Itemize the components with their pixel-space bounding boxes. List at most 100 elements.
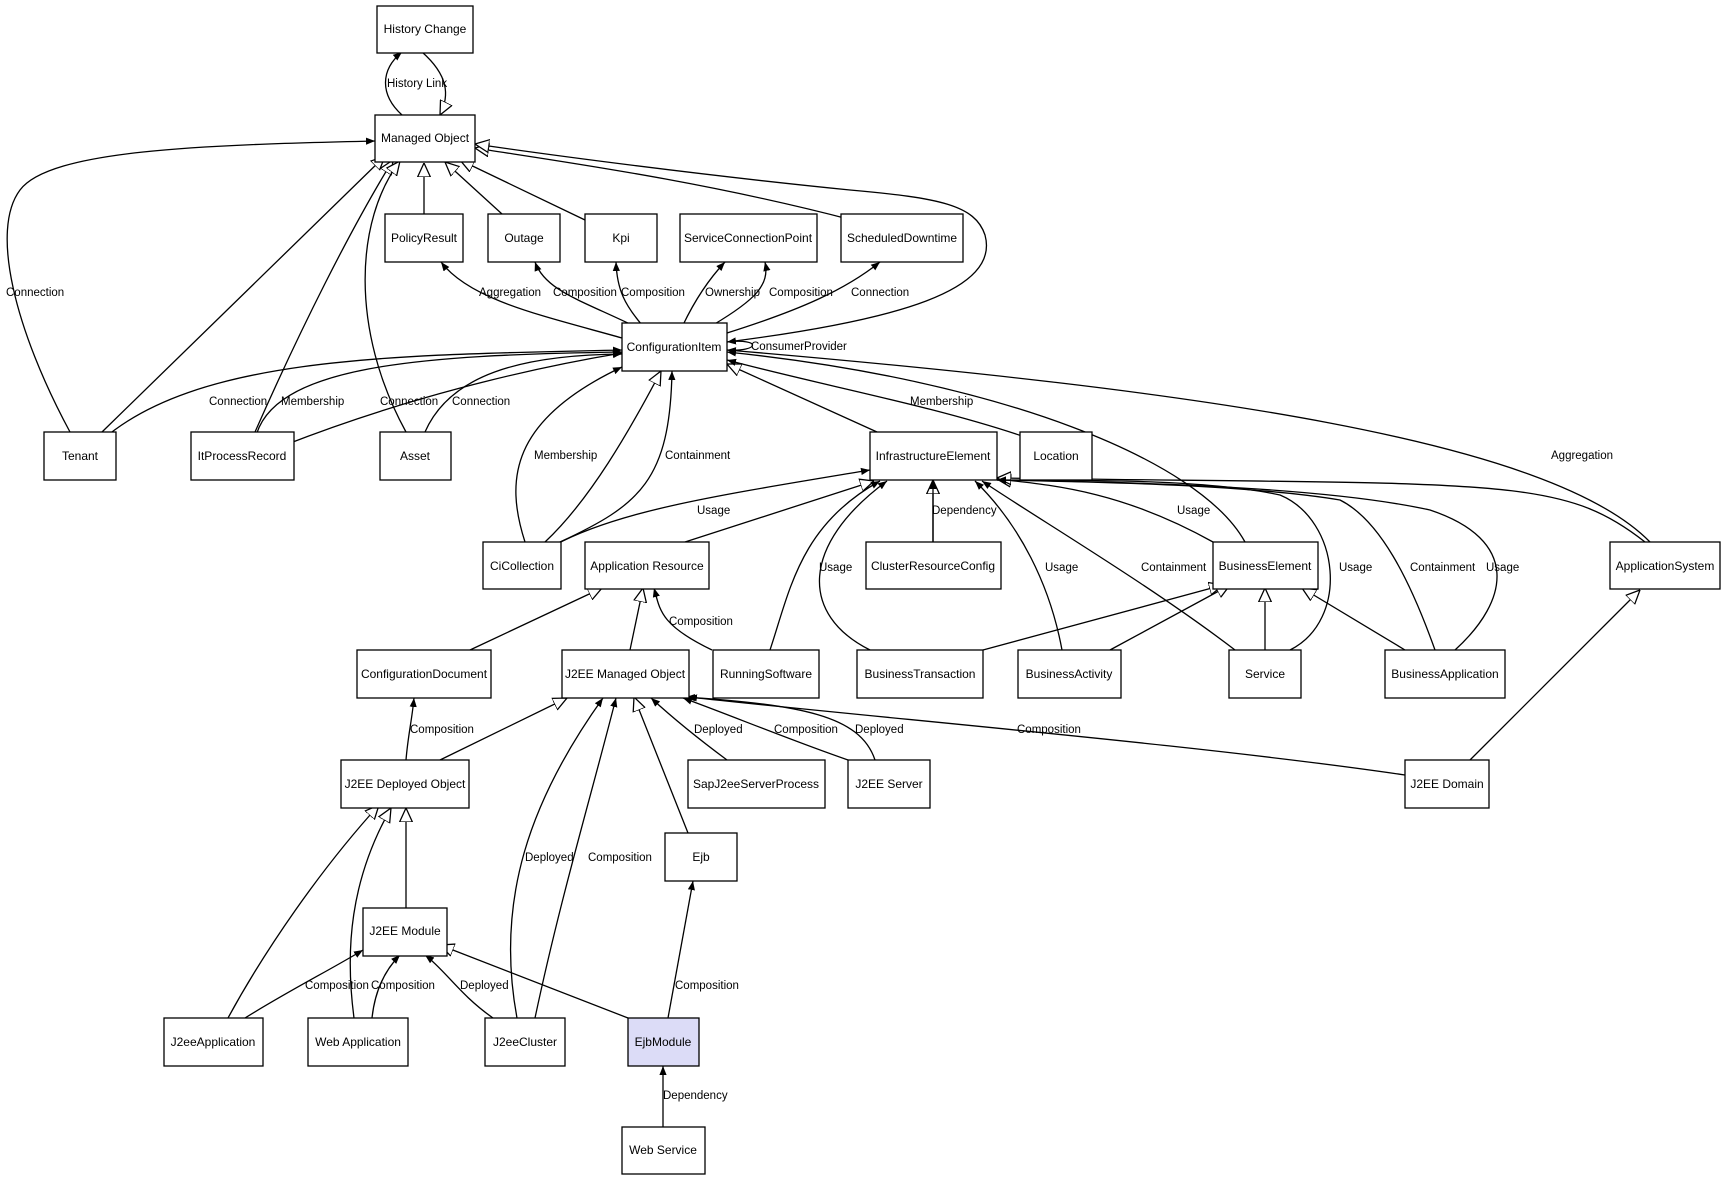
edge-appsystem-aggregation-ci: [726, 347, 1651, 543]
node-label: Application Resource: [590, 559, 704, 573]
node-cluster-resource-config[interactable]: ClusterResourceConfig: [865, 541, 1002, 590]
node-label: J2EE Domain: [1410, 777, 1483, 791]
edge-businessactivity-usage-infra: [974, 480, 1063, 651]
node-business-element[interactable]: BusinessElement: [1212, 541, 1319, 590]
node-configuration-item[interactable]: ConfigurationItem: [621, 322, 728, 372]
node-label: ScheduledDowntime: [847, 231, 957, 245]
edge-runningsoftware-composition-appres: [652, 587, 713, 651]
node-label: J2EE Server: [855, 777, 922, 791]
edge-ci-composition-scp: [712, 261, 771, 326]
association-edges: [6, 51, 1651, 1127]
node-scheduled-downtime[interactable]: ScheduledDowntime: [840, 213, 964, 263]
node-kpi[interactable]: Kpi: [584, 213, 658, 263]
node-tenant[interactable]: Tenant: [43, 431, 117, 481]
edge-label: Membership: [534, 450, 597, 462]
edge-j2ee-application-inherits: [227, 805, 379, 1019]
edge-label: Composition: [621, 287, 685, 299]
edge-label: Deployed: [694, 724, 743, 736]
node-label: Web Service: [629, 1143, 697, 1157]
node-web-service[interactable]: Web Service: [621, 1126, 706, 1175]
node-application-resource[interactable]: Application Resource: [584, 541, 710, 590]
edge-label: Composition: [675, 980, 739, 992]
edge-history-link: [384, 51, 403, 116]
node-infrastructure-element[interactable]: InfrastructureElement: [869, 431, 998, 481]
edge-label: Composition: [588, 852, 652, 864]
node-running-software[interactable]: RunningSoftware: [712, 649, 820, 699]
node-label: ServiceConnectionPoint: [684, 231, 813, 245]
edge-tenant-inherits: [101, 156, 385, 433]
node-it-process-record[interactable]: ItProcessRecord: [190, 431, 295, 481]
edge-labels: History Link Connection Aggregation Comp…: [6, 78, 1613, 1102]
edge-ejb-inherits: [634, 697, 689, 834]
node-j2ee-managed-object[interactable]: J2EE Managed Object: [561, 649, 690, 699]
node-outage[interactable]: Outage: [487, 213, 561, 263]
edge-ci-collection-inherits: [544, 371, 661, 543]
edge-bizapp-usage-infra: [996, 476, 1498, 651]
edge-service-containment-infra: [981, 480, 1236, 651]
edge-business-transaction-inherits: [982, 585, 1223, 651]
node-label: Service: [1245, 667, 1285, 681]
node-label: J2EE Deployed Object: [345, 777, 466, 791]
edge-label: Composition: [410, 724, 474, 736]
node-sap-j2ee-server-process[interactable]: SapJ2eeServerProcess: [687, 759, 826, 809]
edge-label: Containment: [1410, 562, 1476, 574]
node-label: BusinessApplication: [1391, 667, 1498, 681]
node-label: BusinessTransaction: [865, 667, 976, 681]
edge-label: Dependency: [932, 505, 997, 517]
node-policy-result[interactable]: PolicyResult: [384, 213, 464, 263]
edge-itprocess-membership-ci: [254, 348, 623, 441]
node-location[interactable]: Location: [1019, 431, 1093, 481]
node-j2ee-server[interactable]: J2EE Server: [847, 759, 931, 809]
node-j2ee-deployed-object[interactable]: J2EE Deployed Object: [340, 759, 470, 809]
edge-label: Composition: [371, 980, 435, 992]
node-history-change[interactable]: History Change: [376, 5, 474, 54]
node-business-transaction[interactable]: BusinessTransaction: [856, 649, 984, 699]
edge-label: Connection: [209, 396, 267, 408]
edge-label: Composition: [774, 724, 838, 736]
edge-scheduled-downtime-inherits: [475, 148, 853, 221]
node-j2ee-domain[interactable]: J2EE Domain: [1404, 759, 1490, 809]
edge-runningsoftware-usage-infra: [769, 480, 881, 651]
node-label: BusinessElement: [1219, 559, 1312, 573]
node-service-connection-point[interactable]: ServiceConnectionPoint: [679, 213, 818, 263]
node-business-activity[interactable]: BusinessActivity: [1017, 649, 1122, 699]
node-j2ee-cluster[interactable]: J2eeCluster: [484, 1017, 566, 1067]
edge-label: Membership: [910, 396, 973, 408]
node-label: ItProcessRecord: [198, 449, 287, 463]
node-label: ApplicationSystem: [1616, 559, 1715, 573]
node-label: ConfigurationItem: [627, 340, 722, 354]
node-label: ClusterResourceConfig: [871, 559, 995, 573]
node-label: BusinessActivity: [1026, 667, 1113, 681]
edge-location-membership-ci: [726, 358, 1023, 437]
node-asset[interactable]: Asset: [379, 431, 452, 481]
node-label: J2EE Managed Object: [565, 667, 686, 681]
edge-cicollection-membership-ci: [515, 366, 623, 543]
node-label: ConfigurationDocument: [361, 667, 488, 681]
edge-label: Deployed: [525, 852, 574, 864]
edge-business-activity-inherits: [1109, 585, 1230, 651]
node-ejb-module[interactable]: EjbModule: [627, 1017, 700, 1067]
edge-asset-connection-ci: [424, 350, 623, 433]
node-business-application[interactable]: BusinessApplication: [1384, 649, 1506, 699]
node-j2ee-application[interactable]: J2eeApplication: [163, 1017, 264, 1067]
node-label: J2eeApplication: [171, 1035, 256, 1049]
edge-configuration-item-inherits: [475, 144, 988, 343]
node-j2ee-module[interactable]: J2EE Module: [362, 907, 448, 957]
edge-j2ee-managed-object-inherits: [629, 588, 643, 651]
node-configuration-document[interactable]: ConfigurationDocument: [356, 649, 492, 699]
node-ejb[interactable]: Ejb: [664, 832, 738, 882]
node-managed-object[interactable]: Managed Object: [374, 114, 476, 163]
node-label: RunningSoftware: [720, 667, 812, 681]
node-ci-collection[interactable]: CiCollection: [482, 541, 562, 590]
edge-label: Membership: [281, 396, 344, 408]
node-application-system[interactable]: ApplicationSystem: [1609, 541, 1721, 590]
node-service[interactable]: Service: [1228, 649, 1302, 699]
node-web-application[interactable]: Web Application: [307, 1017, 409, 1067]
edge-j2eeserver-deployed-j2eemo: [685, 694, 876, 761]
edge-j2eecluster-deployed-module: [424, 954, 494, 1019]
edge-j2eecluster-deployed-j2eemo: [509, 697, 604, 1019]
edge-application-resource-inherits: [684, 481, 874, 543]
edge-label: Composition: [1017, 724, 1081, 736]
edge-j2eedomain-composition-j2eemo: [687, 694, 1406, 776]
